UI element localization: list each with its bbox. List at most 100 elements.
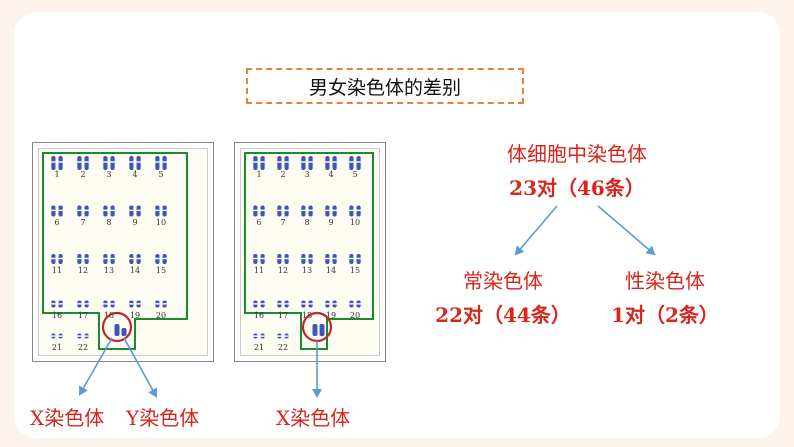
chromosome-number-7: 7: [80, 218, 85, 227]
centromere-band: [283, 209, 290, 212]
chromosome-pair-14: [128, 254, 142, 264]
centromere-band: [259, 257, 266, 260]
chromosome-number-12: 12: [78, 266, 88, 275]
male-y-label: Y染色体: [126, 406, 200, 430]
chromosome-pair-7: [76, 205, 90, 217]
chromosome-pair-5: [154, 156, 168, 170]
chromosome-number-6: 6: [54, 218, 59, 227]
tree-root-line2: 23对（46条）: [509, 176, 645, 200]
chromosome-number-22: 22: [78, 343, 88, 352]
centromere-band: [135, 257, 142, 260]
centromere-band: [307, 209, 314, 212]
chromosome-number-19: 19: [130, 311, 140, 320]
chromosome-pair-13: [102, 254, 116, 264]
chromatid: [162, 156, 167, 170]
chromosome-pair-17: [276, 300, 290, 308]
chromosome-number-13: 13: [302, 266, 312, 275]
centromere-band: [50, 335, 57, 337]
chromatid: [301, 156, 306, 170]
chromosome-pair-3: [102, 156, 116, 170]
centromere-band: [50, 303, 57, 305]
chromosome-number-16: 16: [254, 311, 264, 320]
chromatid: [325, 156, 330, 170]
chromosome-number-18: 18: [104, 311, 114, 320]
chromosome-pair-12: [276, 254, 290, 264]
chromatid: [349, 156, 354, 170]
chromosome-pair-12: [76, 254, 90, 264]
karyotype-outline: [244, 152, 374, 350]
chromatid: [155, 156, 160, 170]
chromosome-pair-9: [128, 205, 142, 217]
chromatid: [356, 156, 361, 170]
chromosome-pair-7: [276, 205, 290, 217]
chromosome-pair-18: [102, 300, 116, 308]
centromere-band: [276, 303, 283, 305]
centromere-band: [355, 161, 362, 163]
centromere-band: [50, 257, 57, 260]
centromere-band: [83, 209, 90, 212]
chromosome-number-6: 6: [256, 218, 261, 227]
chromosome-number-15: 15: [156, 266, 166, 275]
chromosome-pair-11: [50, 254, 64, 264]
centromere-band: [154, 303, 161, 305]
chromatid: [103, 156, 108, 170]
male-x-label: X染色体: [30, 406, 105, 430]
chromosome-pair-21: [252, 333, 266, 339]
chromosome-pair-10: [154, 205, 168, 217]
y-chromosome: [121, 328, 127, 336]
centromere-band: [135, 209, 142, 212]
chromatid: [260, 156, 265, 170]
centromere-band: [307, 303, 314, 305]
centromere-band: [102, 161, 109, 163]
centromere-band: [57, 303, 64, 305]
centromere-band: [348, 303, 355, 305]
chromosome-pair-4: [128, 156, 142, 170]
chromosome-pair-14: [324, 254, 338, 264]
centromere-band: [76, 257, 83, 260]
chromosome-pair-2: [276, 156, 290, 170]
centromere-band: [300, 209, 307, 212]
centromere-band: [307, 161, 314, 163]
chromatid: [77, 156, 82, 170]
chromosome-pair-15: [348, 254, 362, 264]
centromere-band: [161, 161, 168, 163]
chromosome-pair-20: [154, 300, 168, 308]
centromere-band: [283, 161, 290, 163]
x-chromosome: [319, 324, 325, 336]
chromosome-pair-4: [324, 156, 338, 170]
page-title: 男女染色体的差别: [308, 76, 461, 99]
chromosome-number-20: 20: [156, 311, 166, 320]
centromere-band: [109, 209, 116, 212]
chromatid: [332, 156, 337, 170]
centromere-band: [128, 161, 135, 163]
centromere-band: [57, 209, 64, 212]
chromosome-number-21: 21: [254, 343, 264, 352]
chromosome-pair-9: [324, 205, 338, 217]
centromere-band: [331, 257, 338, 260]
centromere-band: [300, 257, 307, 260]
chromosome-number-4: 4: [328, 170, 333, 179]
centromere-band: [283, 303, 290, 305]
centromere-band: [324, 257, 331, 260]
centromere-band: [324, 209, 331, 212]
chromosome-number-10: 10: [350, 218, 360, 227]
centromere-band: [161, 209, 168, 212]
chromatid: [129, 156, 134, 170]
chromosome-pair-22: [76, 333, 90, 339]
centromere-band: [102, 209, 109, 212]
centromere-band: [76, 161, 83, 163]
centromere-band: [331, 161, 338, 163]
chromosome-pair-5: [348, 156, 362, 170]
chromosome-number-7: 7: [280, 218, 285, 227]
centromere-band: [259, 335, 266, 337]
centromere-band: [348, 257, 355, 260]
centromere-band: [109, 257, 116, 260]
centromere-band: [355, 257, 362, 260]
centromere-band: [355, 303, 362, 305]
chromosome-number-14: 14: [326, 266, 336, 275]
centromere-band: [128, 303, 135, 305]
